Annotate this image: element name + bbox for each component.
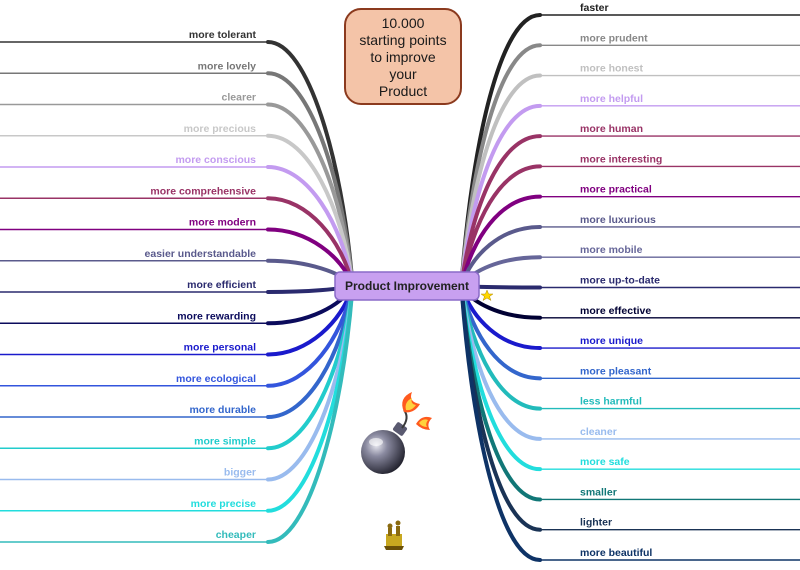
branch-label[interactable]: more safe: [580, 456, 630, 468]
branch-label[interactable]: more rewarding: [177, 310, 256, 322]
branch-label[interactable]: more practical: [580, 184, 652, 196]
callout-line: to improve: [370, 49, 436, 65]
center-label: Product Improvement: [345, 279, 469, 293]
bomb-icon: [361, 392, 432, 474]
branch-label[interactable]: more pleasant: [580, 365, 652, 377]
branch-label[interactable]: more honest: [580, 63, 644, 75]
branch-lines: [0, 13, 800, 562]
branch-line: [266, 196, 354, 286]
callout-line: 10.000: [382, 15, 425, 31]
branch-label[interactable]: more effective: [580, 305, 651, 317]
branch-label[interactable]: more personal: [184, 342, 256, 354]
callout-box[interactable]: 10.000 starting points to improve your P…: [344, 8, 462, 105]
branch-label[interactable]: more human: [580, 123, 643, 135]
branch-label[interactable]: more prudent: [580, 32, 648, 44]
branch-label[interactable]: faster: [580, 2, 609, 14]
figure-icon: [384, 520, 404, 550]
branch-label[interactable]: more simple: [194, 435, 256, 447]
branch-label[interactable]: more modern: [189, 217, 256, 229]
branch-label[interactable]: more tolerant: [189, 29, 257, 41]
branch-label[interactable]: more precious: [184, 123, 257, 135]
star-icon: [480, 289, 494, 302]
branch-label[interactable]: more conscious: [175, 154, 256, 166]
branch-label[interactable]: cheaper: [216, 529, 256, 541]
branch-label[interactable]: more precise: [191, 498, 257, 510]
branch-line: [460, 292, 542, 562]
branch-label[interactable]: more beautiful: [580, 547, 652, 559]
branch-label[interactable]: smaller: [580, 486, 617, 498]
branch-label[interactable]: more up-to-date: [580, 275, 660, 287]
branch-label[interactable]: easier understandable: [145, 248, 257, 260]
center-node[interactable]: Product Improvement: [334, 271, 480, 301]
branch-label[interactable]: more interesting: [580, 153, 662, 165]
branch-label[interactable]: more efficient: [187, 279, 256, 291]
branch-line: [266, 291, 354, 544]
callout-line: your: [389, 66, 417, 82]
branch-label[interactable]: more helpful: [580, 93, 643, 105]
branch-label[interactable]: more ecological: [176, 373, 256, 385]
callout-line: starting points: [359, 32, 446, 48]
callout-line: Product: [379, 83, 427, 99]
branch-label[interactable]: bigger: [224, 467, 256, 479]
branch-label[interactable]: lighter: [580, 517, 612, 529]
branch-label[interactable]: more luxurious: [580, 214, 656, 226]
branch-line: [460, 194, 542, 286]
branch-label[interactable]: cleaner: [580, 426, 617, 438]
branch-label[interactable]: less harmful: [580, 396, 642, 408]
branch-label[interactable]: clearer: [222, 92, 256, 104]
branch-label[interactable]: more lovely: [198, 60, 257, 72]
branch-label[interactable]: more durable: [189, 404, 256, 416]
branch-label[interactable]: more comprehensive: [150, 185, 256, 197]
branch-label[interactable]: more unique: [580, 335, 643, 347]
branch-label[interactable]: more mobile: [580, 244, 643, 256]
